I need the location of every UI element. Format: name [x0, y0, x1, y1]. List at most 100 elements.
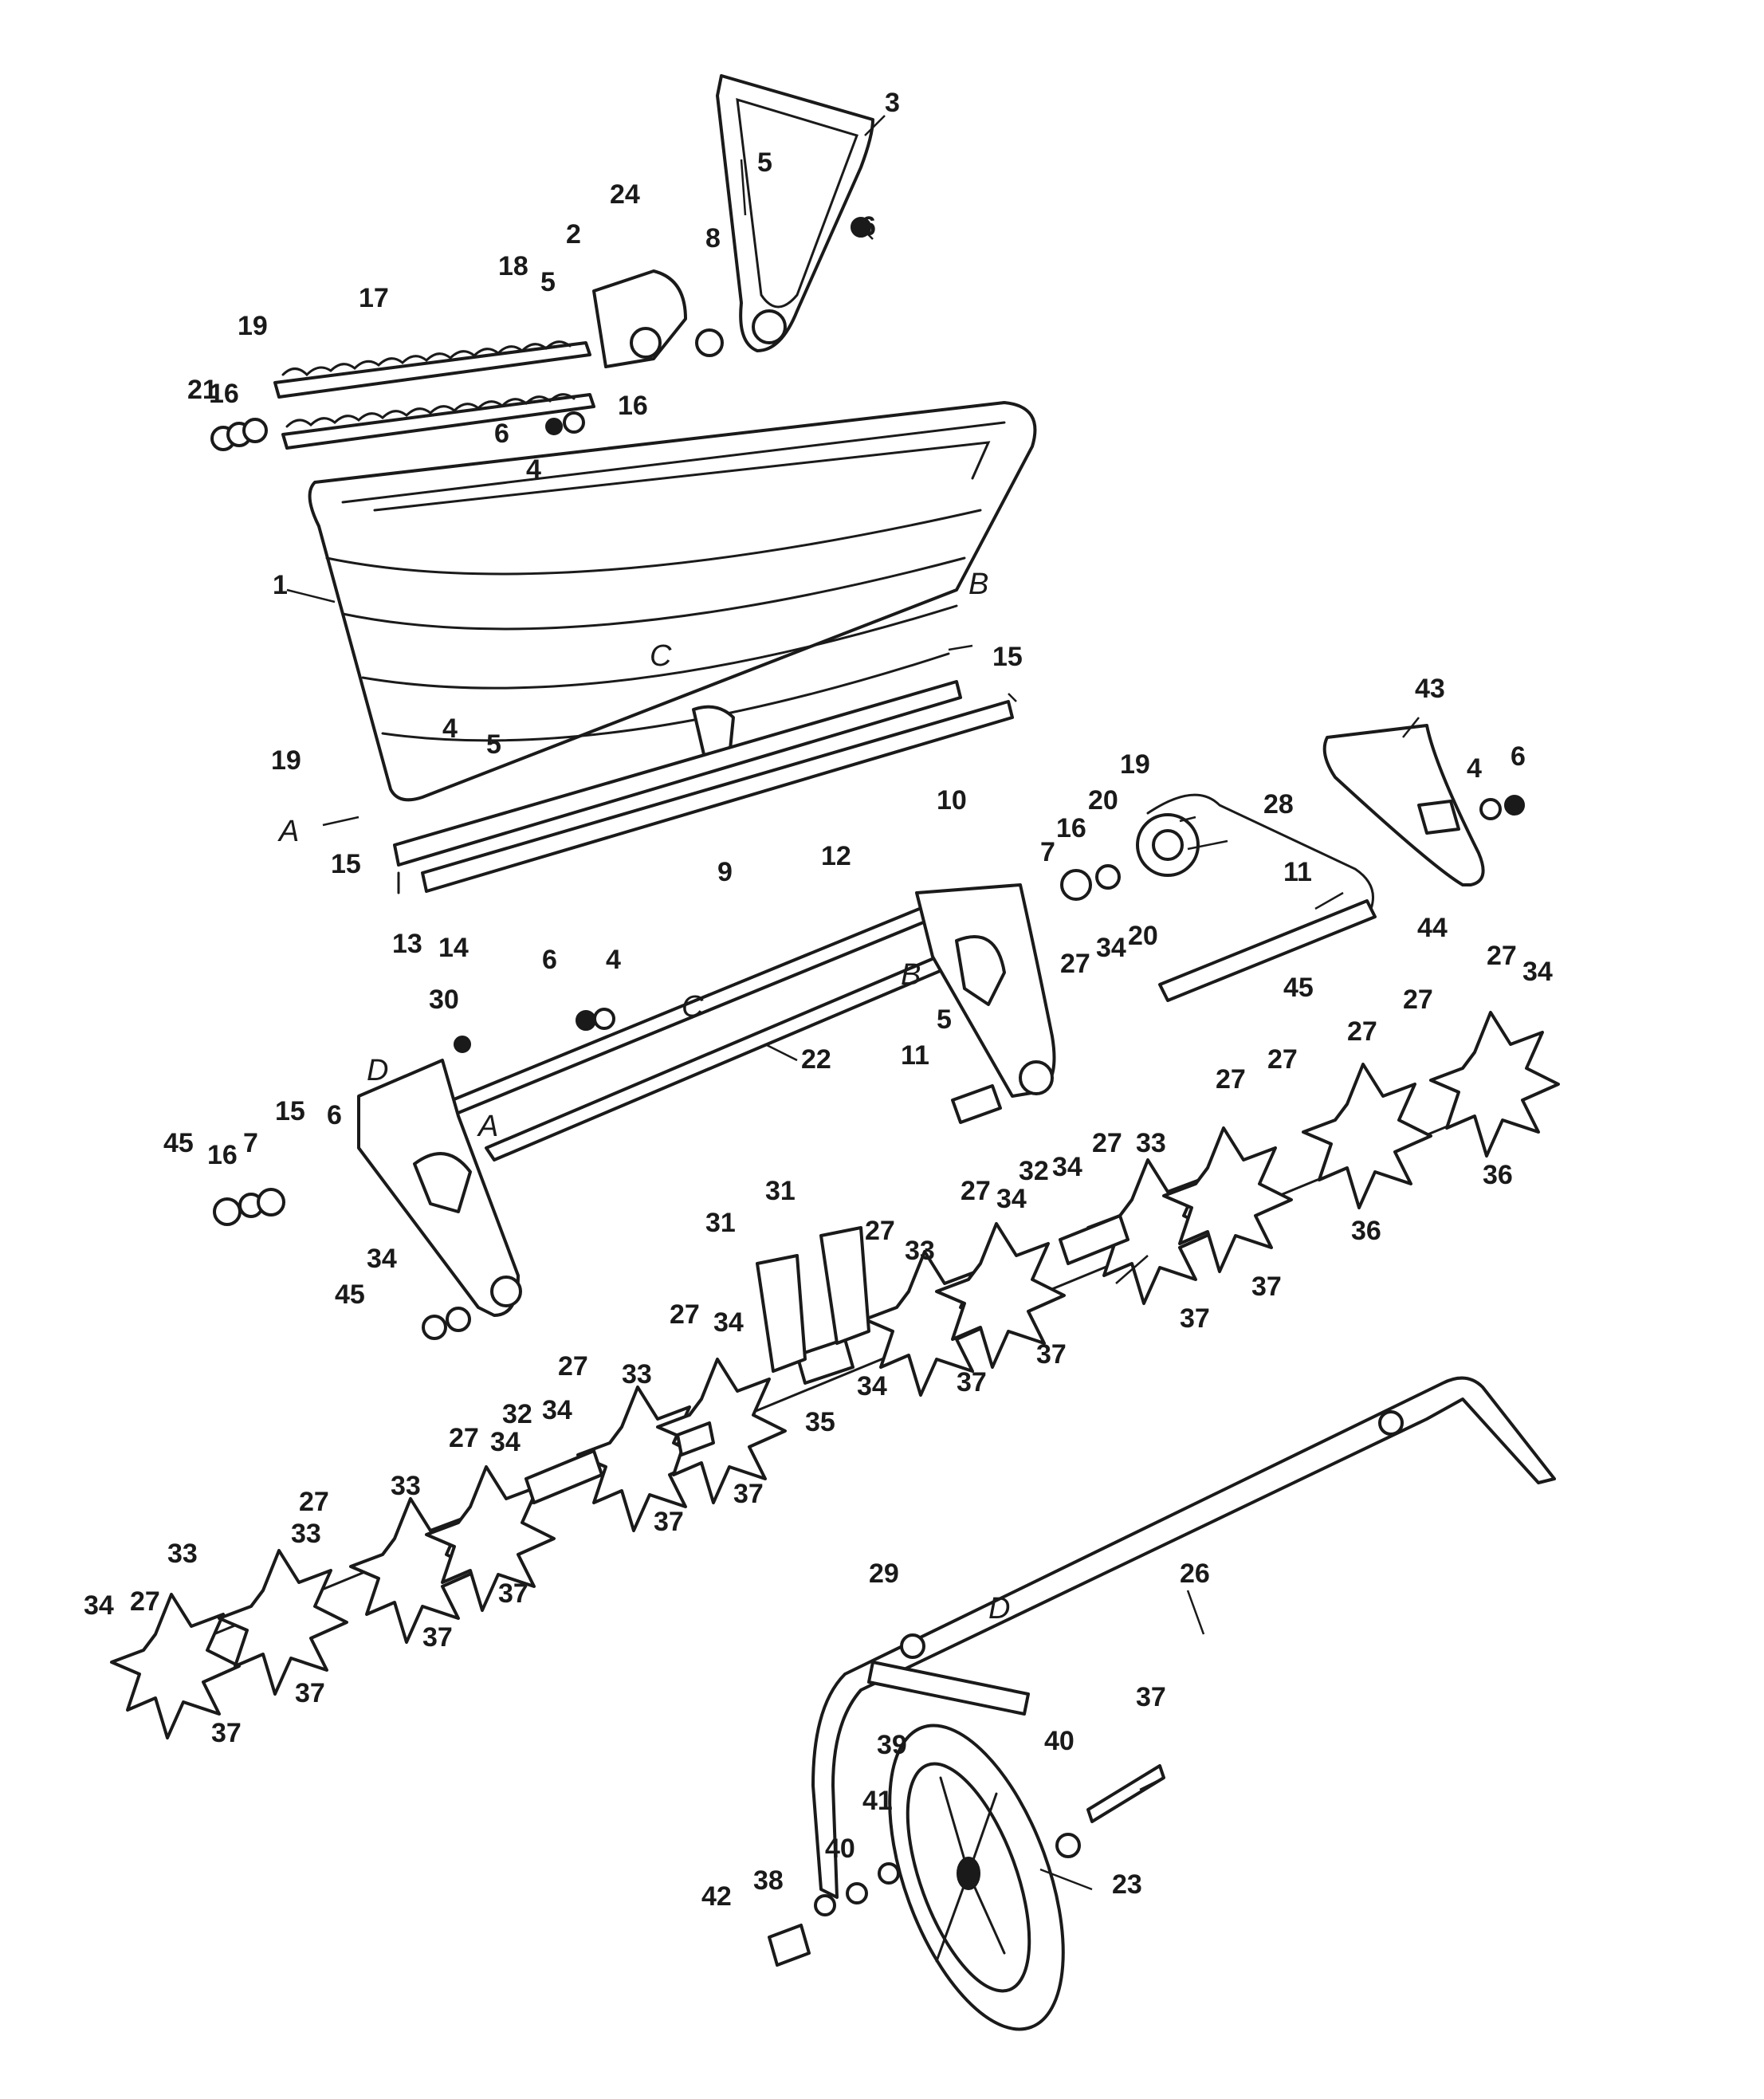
hopper: [308, 401, 1037, 802]
callout-37: 37: [1036, 1339, 1067, 1370]
callout-4: 4: [526, 454, 541, 485]
callout-16: 16: [209, 379, 239, 409]
callout-6: 6: [861, 211, 876, 242]
callout-37: 37: [295, 1678, 325, 1708]
callout-26: 26: [1180, 1559, 1210, 1589]
callout-37: 37: [211, 1718, 242, 1748]
ref-letter-b: B: [901, 958, 921, 992]
callout-14: 14: [438, 933, 469, 963]
callout-22: 22: [801, 1044, 831, 1075]
callout-29: 29: [869, 1559, 899, 1589]
tine-assembly: [110, 1011, 1560, 1739]
callout-1: 1: [273, 570, 288, 600]
callout-34: 34: [857, 1371, 887, 1401]
callout-10: 10: [937, 785, 967, 816]
callout-5: 5: [937, 1004, 952, 1035]
callout-45: 45: [335, 1279, 365, 1310]
handle: [811, 1376, 1556, 1899]
ref-letter-c: C: [650, 639, 672, 673]
shutter-rails: [393, 680, 1014, 894]
callout-27: 27: [1092, 1128, 1122, 1158]
callout-16: 16: [1056, 813, 1086, 843]
callout-44: 43: [1415, 674, 1445, 704]
ref-letter-d: D: [367, 1054, 388, 1087]
callout-20: 20: [1128, 921, 1158, 951]
leader-lines: [286, 115, 1420, 1891]
lid-bracket: [716, 74, 874, 352]
sprocket-chain: [1136, 793, 1374, 910]
callout-34: 34: [1096, 933, 1126, 963]
callout-27: 27: [1347, 1016, 1377, 1047]
callout-8: 8: [705, 223, 721, 254]
callout-27: 27: [670, 1299, 700, 1330]
callout-45: 45: [1283, 973, 1314, 1003]
callout-33: 33: [167, 1539, 198, 1569]
callout-37: 37: [422, 1622, 453, 1653]
callout-5: 5: [540, 267, 556, 297]
callout-27: 27: [130, 1586, 160, 1617]
callout-27: 27: [961, 1176, 991, 1206]
callout-38: 37: [1136, 1682, 1166, 1712]
callout-9: 9: [717, 857, 733, 887]
callout-6: 6: [494, 419, 509, 449]
callout-27: 27: [1403, 985, 1433, 1015]
callout-37: 37: [957, 1367, 987, 1397]
ref-letter-c: C: [682, 990, 704, 1024]
callout-7: 7: [1040, 837, 1055, 867]
callout-33: 33: [1136, 1128, 1166, 1158]
callout-4: 4: [606, 945, 621, 975]
callout-33: 33: [391, 1471, 421, 1501]
callout-4: 4: [1467, 753, 1482, 784]
callout-45: 44: [1417, 913, 1448, 943]
callout-24: 24: [610, 179, 640, 210]
hopper-side-plate: [1322, 724, 1485, 886]
callout-27: 27: [449, 1423, 479, 1453]
callout-15: 15: [275, 1096, 305, 1126]
ref-letter-a: A: [277, 815, 299, 848]
callout-13: 13: [392, 929, 422, 959]
wheel: [888, 1724, 1065, 2031]
callout-19: 19: [1120, 749, 1150, 780]
callout-27: 27: [1060, 949, 1090, 979]
callout-28: 28: [1263, 789, 1294, 820]
callout-27: 27: [558, 1351, 588, 1382]
callout-20: 20: [1088, 785, 1118, 816]
callout-32: 32: [502, 1399, 532, 1429]
callout-12: 12: [821, 841, 851, 871]
callout-34: 34: [996, 1184, 1027, 1214]
callout-27: 27: [299, 1487, 329, 1517]
callout-16: 16: [207, 1140, 238, 1170]
callout-2: 2: [566, 219, 581, 250]
callout-labels: 1 2 3 4 4 4 4 5 5 5 5 6 6 6 6 6 7 7 8 9 …: [84, 88, 1553, 1912]
callout-34: 34: [713, 1307, 744, 1338]
agitator-plates: [273, 340, 595, 450]
callout-16: 16: [618, 391, 648, 421]
ref-letter-d: D: [988, 1592, 1010, 1625]
callout-34: 34: [542, 1395, 572, 1425]
callout-11: 11: [901, 1040, 929, 1071]
callout-33: 33: [905, 1236, 935, 1266]
axle-bolt: [1086, 1764, 1165, 1823]
callout-36: 36: [1351, 1216, 1381, 1246]
callout-43: 42: [701, 1881, 732, 1912]
callout-15: 15: [331, 849, 361, 879]
callout-33: 33: [291, 1519, 321, 1549]
callout-27: 27: [1487, 941, 1517, 971]
callout-36: 36: [1483, 1160, 1513, 1190]
callout-4: 4: [442, 713, 458, 744]
callout-23: 23: [1112, 1869, 1142, 1900]
callout-37: 37: [654, 1507, 684, 1537]
callout-37: 37: [733, 1479, 764, 1509]
side-bracket: [592, 269, 687, 368]
callout-33: 33: [622, 1359, 652, 1390]
callout-27: 27: [1216, 1064, 1246, 1095]
callout-6: 6: [327, 1100, 342, 1130]
callout-15: 15: [992, 642, 1023, 672]
callout-3: 3: [885, 88, 900, 118]
callout-45: 45: [163, 1128, 194, 1158]
callout-40: 40: [1044, 1726, 1075, 1756]
callout-30: 30: [429, 985, 459, 1015]
callout-32: 32: [1019, 1156, 1049, 1186]
callout-37: 37: [1180, 1303, 1210, 1334]
